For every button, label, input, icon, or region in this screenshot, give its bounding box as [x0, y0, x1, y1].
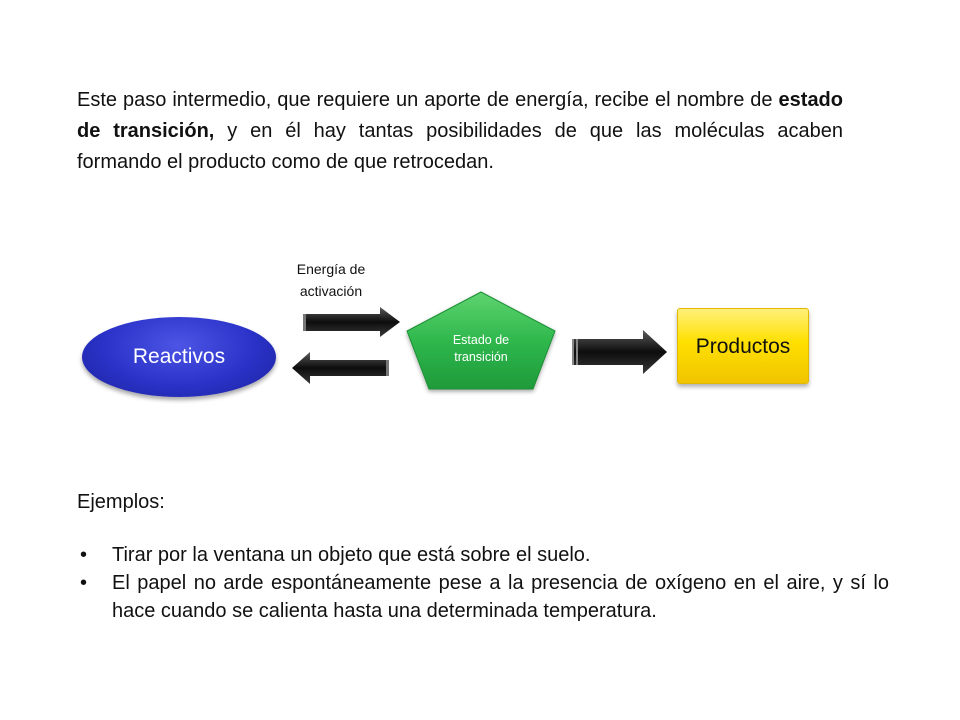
energy-label: Energía de activación: [296, 261, 366, 299]
products-box: Productos: [677, 308, 809, 384]
bullet-icon: •: [80, 544, 88, 566]
list-item-text: El papel no arde espontáneamente pese a …: [112, 572, 889, 622]
reaction-diagram: [292, 291, 667, 390]
products-label: Productos: [695, 335, 791, 358]
transition-pentagon: [406, 291, 556, 390]
list-item: • El papel no arde espontáneamente pese …: [77, 569, 889, 625]
intro-paragraph: Este paso intermedio, que requiere un ap…: [77, 85, 843, 178]
examples-list: • Tirar por la ventana un objeto que est…: [77, 541, 889, 625]
reactants-ellipse: Reactivos: [82, 317, 276, 397]
reactants-label: Reactivos: [132, 345, 226, 368]
list-item-text: Tirar por la ventana un objeto que está …: [112, 544, 591, 566]
bullet-icon: •: [80, 572, 88, 594]
list-item: • Tirar por la ventana un objeto que est…: [77, 541, 889, 569]
products-arrow: [572, 330, 667, 374]
examples-title: Ejemplos:: [77, 491, 165, 513]
transition-state-label: Estado de transición: [452, 333, 510, 364]
forward-arrow: [303, 307, 400, 337]
intro-bold-term: estado de transición,: [77, 89, 843, 142]
backward-arrow: [292, 352, 389, 384]
intro-text-after: y en él hay tantas posibilidades de que …: [77, 120, 844, 173]
intro-text-before: Este paso intermedio, que requiere un ap…: [77, 89, 779, 111]
